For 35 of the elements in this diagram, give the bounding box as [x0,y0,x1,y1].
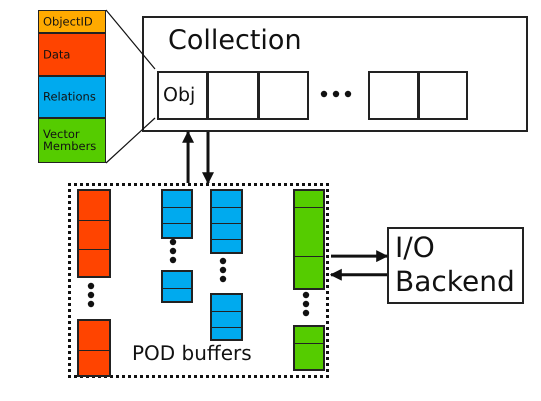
backend-box [387,227,524,304]
field-label: Relations [43,90,97,104]
slot-cell [258,71,309,120]
buffer-column [77,189,111,278]
slot-cell [157,71,208,120]
field-label: ObjectID [43,15,94,28]
projection-line [106,10,156,70]
slot-cell [368,71,419,120]
field-label: Data [43,48,72,61]
object-layout-stack [38,10,106,163]
object-label: Obj [163,85,196,106]
field-box [38,118,106,163]
buffer-column [293,189,325,290]
projection-line [106,118,156,164]
collection-title: Collection [168,26,302,56]
buffer-column [161,189,193,239]
arrow [331,250,388,262]
buffer-column [161,270,193,303]
collection-box [142,16,528,132]
buffer-column [210,293,243,341]
buffers-group [68,183,329,378]
buffer-column [210,189,243,254]
arrow [330,268,387,281]
field-box [38,76,106,118]
slot-cell [207,71,259,120]
buffer-column [293,325,325,371]
buffers-label: POD buffers [132,342,252,364]
arrow [202,132,214,184]
field-label: Vector Members [43,128,98,154]
slot-cell [418,71,468,120]
field-box [38,33,106,76]
buffer-column [77,319,111,377]
arrow [182,130,194,183]
backend-label: I/O Backend [395,231,515,298]
field-box [38,10,106,33]
